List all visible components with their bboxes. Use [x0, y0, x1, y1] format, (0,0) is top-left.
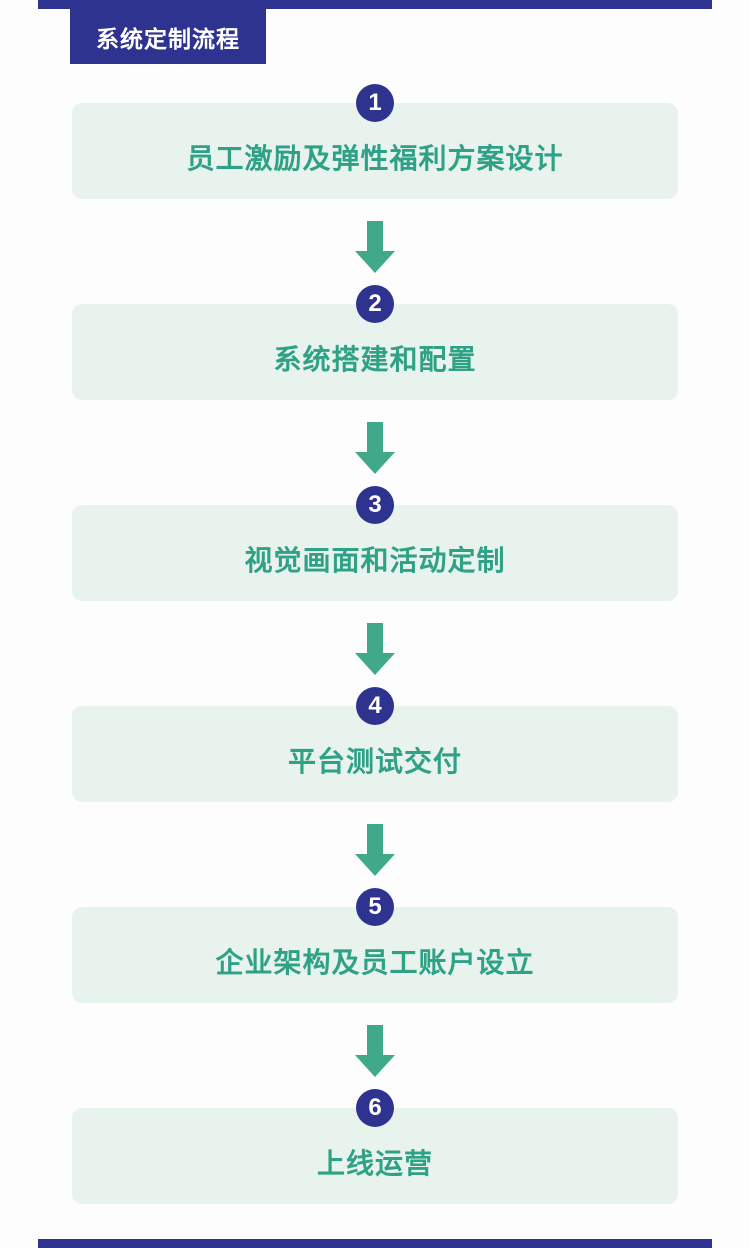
step-number: 6	[368, 1094, 382, 1121]
step-card: 平台测试交付	[72, 706, 678, 802]
step-number: 4	[368, 692, 382, 719]
step-label: 企业架构及员工账户设立	[215, 947, 535, 978]
bottom-accent-bar	[38, 1239, 712, 1248]
step-number: 5	[368, 893, 382, 920]
down-arrow-icon	[355, 422, 395, 474]
step-number-badge: 2	[356, 285, 394, 323]
step-number-badge: 5	[356, 888, 394, 926]
flow-step-2: 2 系统搭建和配置	[72, 285, 678, 400]
down-arrow-icon	[355, 623, 395, 675]
step-number-badge: 4	[356, 687, 394, 725]
step-number: 3	[368, 491, 382, 518]
flow-step-6: 6 上线运营	[72, 1089, 678, 1204]
down-arrow-icon	[355, 221, 395, 273]
step-label: 上线运营	[316, 1148, 433, 1179]
step-number: 1	[368, 89, 382, 116]
process-flow: 1 员工激励及弹性福利方案设计 2 系统搭建和配置 3	[0, 84, 750, 1204]
step-number-badge: 6	[356, 1089, 394, 1127]
flow-step-1: 1 员工激励及弹性福利方案设计	[72, 84, 678, 199]
down-arrow-icon	[355, 824, 395, 876]
step-label: 员工激励及弹性福利方案设计	[186, 143, 564, 174]
flow-step-4: 4 平台测试交付	[72, 687, 678, 802]
step-card: 系统搭建和配置	[72, 304, 678, 400]
step-number: 2	[368, 290, 382, 317]
step-number-badge: 3	[356, 486, 394, 524]
flow-step-3: 3 视觉画面和活动定制	[72, 486, 678, 601]
top-accent-bar	[38, 0, 712, 9]
down-arrow-icon	[355, 1025, 395, 1077]
flow-step-5: 5 企业架构及员工账户设立	[72, 888, 678, 1003]
step-label: 平台测试交付	[287, 746, 462, 777]
step-label: 视觉画面和活动定制	[244, 545, 506, 576]
step-label: 系统搭建和配置	[273, 344, 477, 375]
header-row: 系统定制流程	[38, 9, 712, 64]
section-title: 系统定制流程	[96, 25, 240, 52]
section-title-badge: 系统定制流程	[70, 9, 266, 64]
step-number-badge: 1	[356, 84, 394, 122]
